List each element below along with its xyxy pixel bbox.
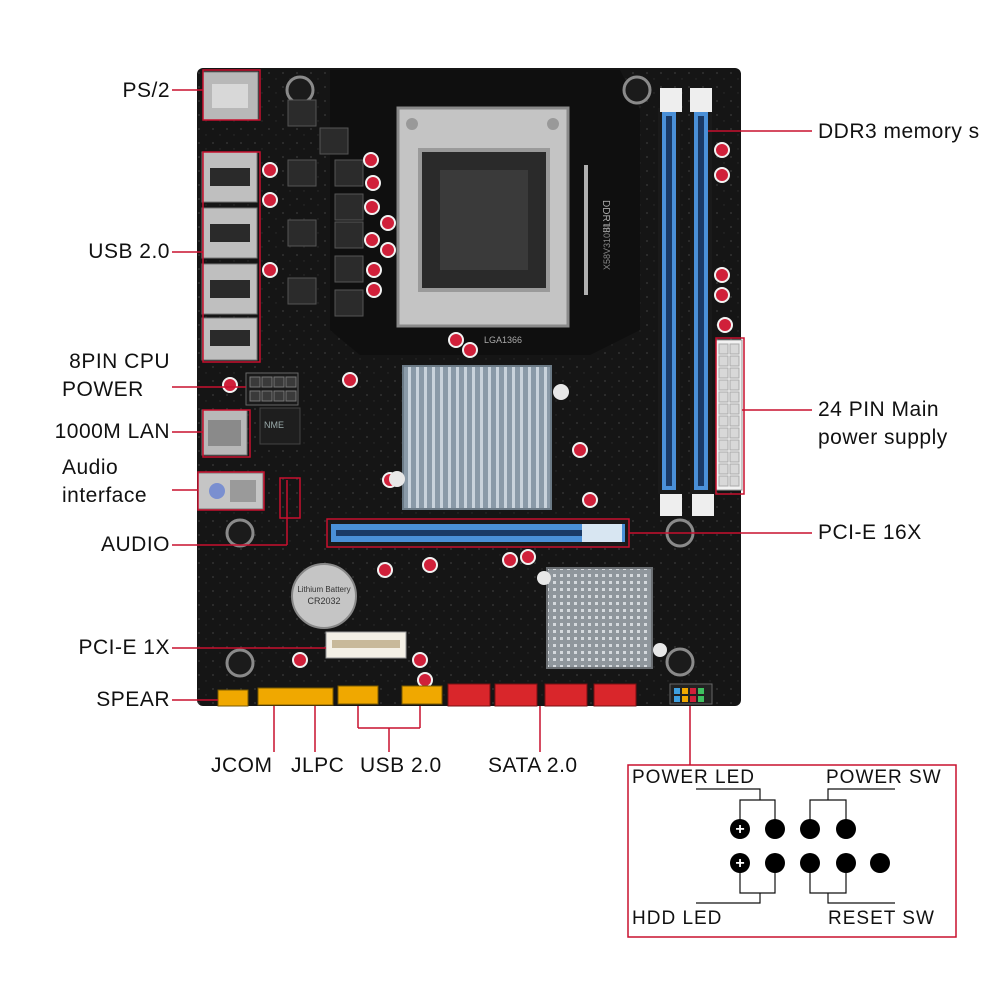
cmos-battery: Lithium Battery CR2032 — [291, 563, 357, 629]
callout-lines — [172, 69, 812, 765]
front-panel-header — [669, 683, 713, 705]
pin-reset-sw-1 — [800, 853, 820, 873]
pinout-dots — [730, 819, 890, 873]
pin-power-led-plus — [730, 819, 750, 839]
label-audio-interface-line2: interface — [62, 484, 148, 507]
pin-hdd-led-plus — [730, 853, 750, 873]
lan-chip: NME — [259, 407, 301, 445]
label-jlpc: JLPC — [291, 754, 345, 777]
label-ddr3: DDR3 memory s — [818, 120, 980, 143]
label-sata: SATA 2.0 — [488, 754, 578, 777]
pin-power-sw-2 — [836, 819, 856, 839]
vrm-chokes — [287, 99, 364, 317]
socket-silk: LGA1366 — [484, 335, 522, 345]
ddr3-slots — [658, 88, 714, 516]
label-power-sw: POWER SW — [826, 767, 942, 788]
pin-power-sw-1 — [800, 819, 820, 839]
cpu-8pin-power — [245, 372, 299, 406]
label-reset-sw: RESET SW — [828, 908, 935, 929]
pin-reset-sw-2 — [836, 853, 856, 873]
label-audio: AUDIO — [100, 533, 170, 556]
audio-interface-jacks — [197, 472, 264, 510]
label-spear: SPEAR — [96, 688, 170, 711]
svg-text:NME: NME — [264, 420, 284, 430]
pcie-16x-slot — [327, 520, 629, 546]
pin-empty — [870, 853, 890, 873]
rear-usb-ports — [201, 151, 258, 361]
jcom-jlpc-headers — [257, 687, 334, 706]
southbridge-heatsink — [537, 567, 667, 669]
ddr-silk: DDR III — [600, 200, 611, 233]
spear-header — [217, 689, 249, 707]
front-usb-headers — [337, 685, 443, 705]
front-panel-pinout-box: + + — [627, 764, 957, 938]
label-main-power-line2: power supply — [818, 426, 948, 449]
model-silk: X58V310S1 — [602, 222, 612, 270]
label-hdd-led: HDD LED — [632, 908, 723, 929]
sata-ports — [447, 683, 637, 707]
pin-hdd-led-minus — [765, 853, 785, 873]
label-pcie-1x: PCI-E 1X — [78, 636, 170, 659]
label-jcom: JCOM — [211, 754, 273, 777]
battery-model: CR2032 — [307, 596, 340, 606]
label-lan: 1000M LAN — [54, 420, 170, 443]
plus-sign-hdd-led: + — [735, 855, 744, 872]
pinout-brackets — [696, 788, 895, 904]
label-cpu-power-line1: 8PIN CPU — [69, 350, 170, 373]
pin-power-led-minus — [765, 819, 785, 839]
label-usb-front: USB 2.0 — [360, 754, 442, 777]
ps2-port — [202, 71, 259, 121]
label-power-led: POWER LED — [632, 767, 756, 788]
label-cpu-power-line2: POWER — [62, 378, 144, 401]
northbridge-heatsink — [389, 365, 569, 510]
plus-sign-power-led: + — [735, 821, 744, 838]
label-ps2: PS/2 — [122, 79, 170, 102]
label-main-power-line1: 24 PIN Main — [818, 398, 940, 421]
label-usb-rear: USB 2.0 — [88, 240, 170, 263]
pcie-1x-slot — [325, 631, 407, 659]
label-pcie-16x: PCI-E 16X — [818, 521, 922, 544]
battery-silk: Lithium Battery — [297, 585, 350, 594]
label-audio-interface-line1: Audio — [62, 456, 119, 479]
cpu-socket: LGA1366 — [396, 106, 588, 345]
atx-24pin-power — [715, 339, 743, 491]
capacitors — [222, 142, 733, 688]
lan-port — [201, 409, 248, 456]
